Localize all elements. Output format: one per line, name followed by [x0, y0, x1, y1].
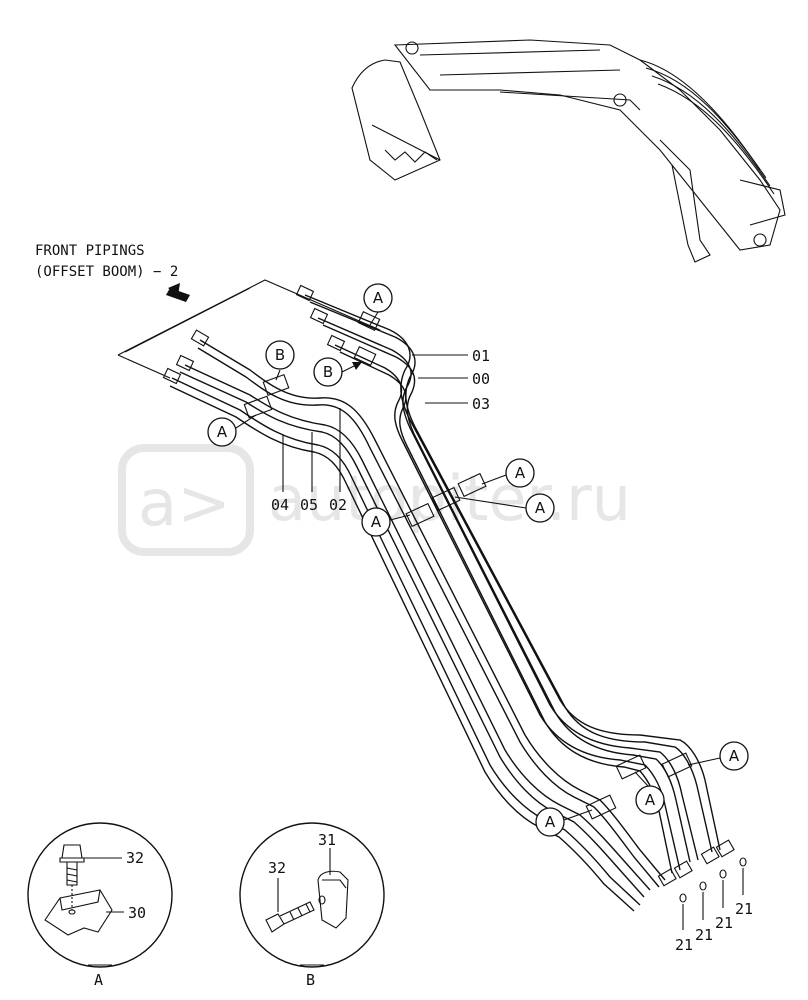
cutoff-lines: [117, 279, 381, 379]
fitting: [673, 860, 693, 879]
pipe-04-inner: [169, 385, 635, 912]
fitting: [715, 839, 735, 858]
callout-a: A: [545, 813, 556, 831]
o-ring-icon: [719, 869, 727, 879]
pipe-01: [304, 294, 721, 851]
part-number-02: 02: [329, 496, 347, 514]
callout-a: A: [373, 289, 384, 307]
leader-arrow: [352, 362, 362, 370]
callout-a-circle: [361, 507, 391, 537]
pipe-05: [184, 364, 651, 891]
part-number-21: 21: [735, 900, 753, 918]
detail-a-circle: [27, 822, 173, 968]
diagram-title-line2: (OFFSET BOOM) − 2: [35, 264, 178, 280]
o-rings: [679, 857, 747, 930]
fitting: [309, 307, 329, 325]
callout-group: A B B A A A A A A: [207, 283, 749, 837]
fitting: [657, 868, 677, 887]
pipe-03: [334, 344, 681, 871]
fitting: [295, 284, 315, 302]
part-number-03: 03: [472, 395, 490, 413]
clamp-icon: [457, 472, 487, 498]
clamp-icon: [262, 373, 290, 397]
pipe-00-inner: [322, 324, 691, 863]
callout-a-circle: [525, 493, 555, 523]
part-number-30: 30: [128, 904, 146, 922]
part-number-21: 21: [695, 926, 713, 944]
callout-b-circle: [265, 340, 295, 370]
direction-arrow-head: [168, 283, 180, 296]
pipe-03-inner: [339, 351, 673, 874]
watermark: a> autopiter.ru: [118, 444, 631, 556]
clamp-icon: [243, 395, 273, 419]
diagram-title-line1: FRONT PIPINGS: [35, 243, 145, 259]
callout-a: A: [729, 747, 740, 765]
clamp-icon: [585, 794, 617, 820]
watermark-text: autopiter.ru: [268, 462, 631, 535]
part-number-21: 21: [715, 914, 733, 932]
watermark-logo: a>: [138, 467, 231, 541]
pipe-01-inner: [309, 301, 713, 853]
watermark-logo-frame: [118, 444, 254, 556]
detail-b: [239, 822, 385, 968]
callout-a-circle: [719, 741, 749, 771]
o-ring-icon: [739, 857, 747, 867]
clamp-icon: [431, 486, 461, 512]
callout-a-circle: [505, 458, 535, 488]
detail-b-circle: [239, 822, 385, 968]
detail-a-label: A: [94, 971, 103, 989]
part-number-32: 32: [126, 849, 144, 867]
fitting: [700, 846, 720, 865]
part-number-21: 21: [675, 936, 693, 954]
part-number-01: 01: [472, 347, 490, 365]
callout-b: B: [275, 346, 285, 364]
clamp-icon: [357, 311, 381, 331]
callout-a-circle: [207, 417, 237, 447]
pipe-05-inner: [179, 371, 645, 898]
o-ring-icon: [699, 881, 707, 891]
clamp-icon: [353, 346, 377, 366]
fitting: [162, 367, 182, 385]
clamp-icon: [661, 752, 693, 778]
fitting: [190, 329, 210, 347]
clamp-icon: [405, 502, 435, 528]
fitting: [326, 334, 346, 352]
part-number-05: 05: [300, 496, 318, 514]
callout-a: A: [535, 499, 546, 517]
callout-a-circle: [535, 807, 565, 837]
fitting: [175, 354, 195, 372]
clamp-icon: [44, 889, 113, 936]
callout-a: A: [515, 464, 526, 482]
callout-a: A: [645, 791, 656, 809]
pipe-02: [199, 339, 666, 881]
clamp-icon: [615, 754, 647, 780]
pipe-02-inner: [197, 347, 660, 888]
callout-a-circle: [635, 785, 665, 815]
leader-lines: [282, 354, 468, 492]
callout-a: A: [217, 423, 228, 441]
o-ring-icon: [679, 893, 687, 903]
pipe-bundle: [162, 284, 735, 912]
excavator-boom-icon: [351, 39, 786, 263]
bolt-icon: [265, 901, 315, 933]
part-number-31: 31: [318, 831, 336, 849]
pipe-04: [171, 377, 641, 906]
callout-a-circle: [363, 283, 393, 313]
detail-b-label: B: [306, 971, 315, 989]
callout-b-circle: [313, 357, 343, 387]
callout-b: B: [323, 363, 333, 381]
detail-a: [27, 822, 173, 968]
part-number-32: 32: [268, 859, 286, 877]
callout-a: A: [371, 513, 382, 531]
clamp-icon: [317, 870, 349, 929]
part-number-04: 04: [271, 496, 289, 514]
part-number-00: 00: [472, 370, 490, 388]
